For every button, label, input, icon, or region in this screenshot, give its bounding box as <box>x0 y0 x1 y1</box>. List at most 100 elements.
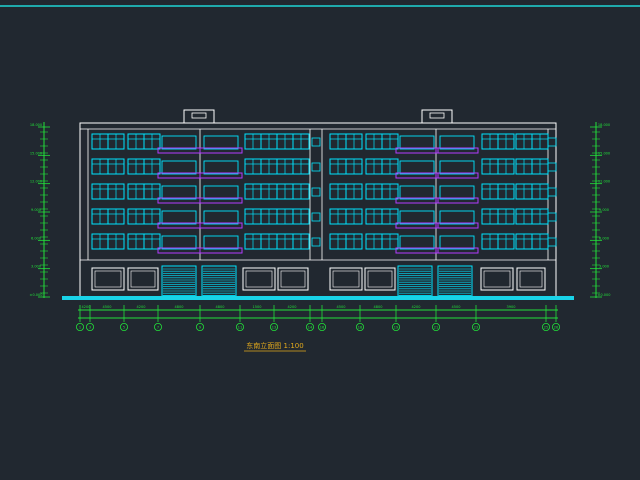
axis-bubble <box>269 322 278 331</box>
window <box>127 133 145 150</box>
window <box>244 158 262 175</box>
axis-label: 11 <box>238 326 242 330</box>
level-label: 3.000 <box>599 265 609 269</box>
window <box>481 133 499 150</box>
axis-bubble <box>120 322 129 331</box>
side-window <box>311 237 321 247</box>
window <box>143 208 161 225</box>
window <box>329 233 347 250</box>
window <box>260 183 278 200</box>
window <box>365 208 383 225</box>
level-label: 6.000 <box>31 236 41 240</box>
window <box>91 133 109 150</box>
rolling-door <box>161 265 197 297</box>
level-label: ±0.000 <box>598 293 611 297</box>
level-label: 9.000 <box>31 208 41 212</box>
window <box>244 208 262 225</box>
shop-window <box>91 267 125 291</box>
axis-bubble <box>305 322 314 331</box>
span-dimension: 4500 <box>337 305 346 309</box>
window <box>276 158 294 175</box>
axis-bubble <box>355 322 364 331</box>
balcony <box>157 135 201 154</box>
shop-window <box>277 267 309 291</box>
window <box>292 183 310 200</box>
window <box>381 133 399 150</box>
rolling-door <box>201 265 237 297</box>
balcony <box>157 235 201 254</box>
side-window <box>547 137 557 147</box>
roof-stair-box <box>183 109 215 124</box>
axis-label: 13 <box>272 326 276 330</box>
window <box>497 233 515 250</box>
shop-window <box>480 267 514 291</box>
window <box>260 158 278 175</box>
balcony <box>199 210 243 229</box>
window <box>107 233 125 250</box>
window <box>531 233 549 250</box>
span-dimension: 4200 <box>412 305 421 309</box>
balcony <box>395 135 439 154</box>
axis-label: 19 <box>394 326 398 330</box>
axis-label: 1 <box>79 326 81 330</box>
window <box>515 208 533 225</box>
window <box>260 133 278 150</box>
balcony <box>395 210 439 229</box>
window <box>91 233 109 250</box>
window <box>143 133 161 150</box>
axis-bubble <box>317 322 326 331</box>
window <box>345 158 363 175</box>
balcony <box>395 185 439 204</box>
window <box>127 233 145 250</box>
axis-label: 18 <box>358 326 362 330</box>
window <box>143 158 161 175</box>
window <box>497 183 515 200</box>
span-dimension: 1500 <box>253 305 262 309</box>
side-window <box>547 237 557 247</box>
window <box>365 233 383 250</box>
window <box>497 158 515 175</box>
axis-label: 14 <box>308 326 313 330</box>
shop-window <box>364 267 396 291</box>
window <box>515 183 533 200</box>
window <box>497 133 515 150</box>
window <box>292 233 310 250</box>
axis-bubble <box>471 322 480 331</box>
level-label: 15.000 <box>598 151 610 155</box>
window <box>292 133 310 150</box>
balcony <box>435 185 479 204</box>
axis-label: 26 <box>554 326 558 330</box>
axis-bubble <box>552 322 561 331</box>
level-label: 18.000 <box>598 123 610 127</box>
window <box>329 208 347 225</box>
balcony <box>199 135 243 154</box>
side-window <box>311 187 321 197</box>
rolling-door <box>437 265 473 297</box>
side-window <box>311 162 321 172</box>
balcony <box>435 160 479 179</box>
window <box>276 208 294 225</box>
span-dimension: 4500 <box>452 305 461 309</box>
span-dimension: 4500 <box>103 305 112 309</box>
axis-label: 5 <box>123 326 125 330</box>
balcony <box>395 160 439 179</box>
window <box>276 183 294 200</box>
balcony <box>157 160 201 179</box>
window <box>345 133 363 150</box>
window <box>531 133 549 150</box>
window <box>127 158 145 175</box>
window <box>244 183 262 200</box>
level-label: ±0.000 <box>30 293 43 297</box>
balcony <box>157 185 201 204</box>
window <box>143 233 161 250</box>
window <box>127 183 145 200</box>
level-label: 18.000 <box>30 123 42 127</box>
axis-bubble <box>542 322 551 331</box>
span-dimension: 4200 <box>82 305 91 309</box>
balcony <box>435 135 479 154</box>
axis-bubble <box>391 322 400 331</box>
axis-label: 16 <box>320 326 324 330</box>
balcony <box>199 185 243 204</box>
